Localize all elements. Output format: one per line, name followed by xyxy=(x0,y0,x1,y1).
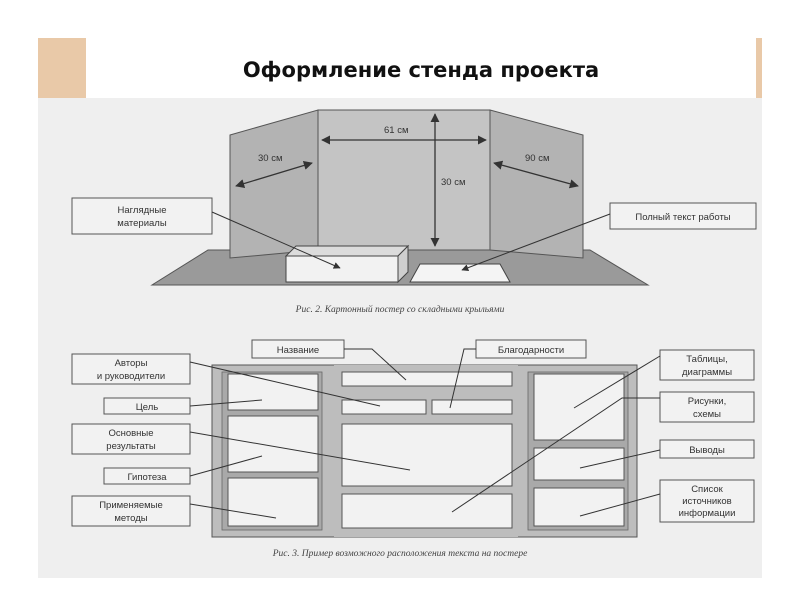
dimension-label-right: 90 см xyxy=(525,153,550,164)
leader-methods xyxy=(189,503,277,519)
label-results-2: результаты xyxy=(106,441,156,452)
leader-lines xyxy=(189,348,661,519)
leader-tables xyxy=(573,355,661,409)
slot-center-bottom xyxy=(341,493,513,529)
slot-authors xyxy=(227,373,319,411)
slot-authors-center xyxy=(341,399,427,415)
label-box-methods xyxy=(71,495,191,527)
slot-methods xyxy=(227,477,319,527)
leader-goal xyxy=(189,399,263,407)
leader-materials xyxy=(211,211,341,269)
page-title: Оформление стенда проекта xyxy=(242,58,600,82)
label-box-figures xyxy=(659,391,755,423)
label-sources-3: информации xyxy=(679,508,736,519)
leader-authors xyxy=(189,361,381,407)
label-methods-2: методы xyxy=(114,513,147,524)
callout-box-materials xyxy=(71,197,213,235)
slot-results xyxy=(227,415,319,473)
figure-3-layout: Авторы и руководители Цель Основные резу… xyxy=(71,339,755,559)
callout-text-materials-2: материалы xyxy=(117,218,167,229)
label-figures-1: Рисунки, xyxy=(688,396,727,407)
slot-sources xyxy=(533,487,625,527)
leader-figures xyxy=(451,397,660,513)
dimension-arrow-left xyxy=(235,161,313,188)
slot-title xyxy=(341,371,513,387)
slot-tables xyxy=(533,373,625,441)
label-results-1: Основные xyxy=(108,428,153,439)
label-name: Название xyxy=(277,345,319,356)
label-thanks: Благодарности xyxy=(498,345,564,356)
callout-text-fulltext: Полный текст работы xyxy=(635,212,730,223)
title-background xyxy=(86,38,756,98)
leader-sources xyxy=(579,493,661,517)
dimension-label-center: 61 см xyxy=(384,125,409,136)
label-figures-2: схемы xyxy=(693,409,721,420)
label-box-sources xyxy=(659,479,755,523)
figure-3-caption: Рис. 3. Пример возможного расположения т… xyxy=(272,549,528,559)
center-panel xyxy=(317,109,491,251)
leader-name xyxy=(344,348,407,381)
leader-thanks xyxy=(449,348,476,409)
slot-thanks xyxy=(431,399,513,415)
slot-conclusions xyxy=(533,447,625,481)
full-text-sheet xyxy=(409,263,511,283)
label-methods-1: Применяемые xyxy=(99,500,163,511)
label-sources-1: Список xyxy=(691,484,723,495)
label-authors-2: и руководители xyxy=(97,371,165,382)
callout-box-fulltext xyxy=(609,202,757,230)
label-tables-2: диаграммы xyxy=(682,367,732,378)
dimension-label-height: 30 см xyxy=(441,177,466,188)
label-tables-1: Таблицы, xyxy=(686,354,727,365)
figure-2-folding-poster: 30 см 61 см 90 см 30 см Наглядные матери… xyxy=(71,109,757,315)
leader-conclusions xyxy=(579,449,661,469)
label-box-conclusions xyxy=(659,439,755,459)
label-sources-2: источников xyxy=(682,496,731,507)
leader-results xyxy=(189,431,411,471)
dimension-arrow-right xyxy=(493,160,579,189)
label-authors-1: Авторы xyxy=(115,358,148,369)
label-hypothesis: Гипотеза xyxy=(127,472,167,483)
dimension-label-left: 30 см xyxy=(258,153,283,164)
label-box-authors xyxy=(71,353,191,385)
callout-text-materials-1: Наглядные xyxy=(118,205,167,216)
figure-2-caption: Рис. 2. Картонный постер со складными кр… xyxy=(295,304,505,315)
label-conclusions: Выводы xyxy=(689,445,725,456)
leader-fulltext xyxy=(461,213,611,272)
slot-main-results xyxy=(341,423,513,487)
label-box-tables xyxy=(659,349,755,381)
label-box-results xyxy=(71,423,191,455)
materials-box-top xyxy=(284,245,410,257)
materials-box xyxy=(285,255,399,283)
label-goal: Цель xyxy=(136,402,159,413)
leader-hypothesis xyxy=(189,455,263,477)
